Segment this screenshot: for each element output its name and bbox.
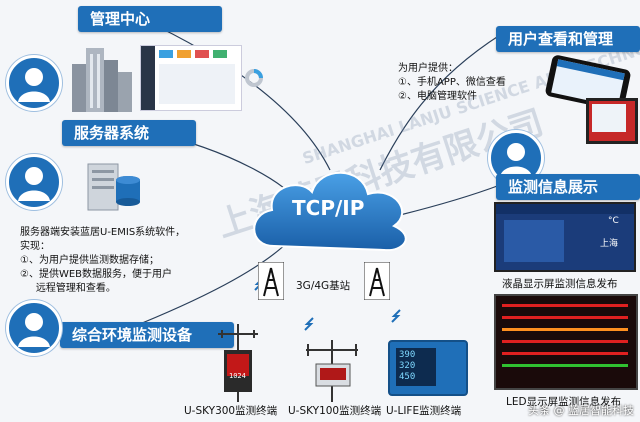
banner-server-system: 服务器系统: [62, 120, 196, 146]
ulife-reading-3: 450: [399, 372, 416, 382]
lcd-screen: 上海 °C: [494, 202, 636, 272]
sky300-terminal-device: [218, 324, 258, 402]
terminal-label-sky300: U-SKY300监测终端: [184, 405, 278, 417]
terminal-label-ulife: U-LIFE监测终端: [386, 405, 462, 417]
user-description: 为用户提供： ①、手机APP、微信查看 ②、电脑管理软件: [398, 63, 506, 102]
user-avatar-icon: [6, 55, 62, 111]
user-avatar-icon: [6, 154, 62, 210]
terminal-label-sky100: U-SKY100监测终端: [288, 405, 382, 417]
base-station-icon: [258, 262, 284, 300]
banner-monitor-display: 监测信息展示: [496, 174, 640, 200]
user-avatar-icon: [6, 300, 62, 356]
building-icon: [72, 48, 132, 112]
cloud-icon: [253, 171, 407, 252]
dashboard-screenshot: [140, 45, 242, 111]
ulife-terminal-device: 390 320 450: [388, 340, 468, 396]
footer-watermark: 头条 @ 蓝居智能科技: [528, 404, 634, 417]
ulife-reading-2: 320: [399, 361, 416, 371]
tablet-icon: [586, 98, 638, 144]
lcd-temp: °C: [608, 216, 619, 226]
ulife-reading-1: 390: [399, 350, 416, 360]
base-station-icon: [364, 262, 390, 300]
banner-management-center: 管理中心: [78, 6, 222, 32]
sky100-terminal-device: [306, 340, 358, 402]
led-label: LED显示屏监测信息发布: [506, 396, 622, 408]
banner-env-monitoring: 综合环境监测设备: [60, 322, 234, 348]
donut-chart-icon: [245, 69, 263, 87]
lcd-city: 上海: [600, 239, 619, 249]
base-station-label: 3G/4G基站: [296, 280, 351, 292]
cloud-label: TCP/IP: [292, 196, 365, 220]
banner-user-view: 用户查看和管理: [496, 26, 640, 52]
sky300-screen-value: 1024: [229, 372, 246, 380]
server-database-icon: [87, 163, 140, 211]
server-description: 服务器端安装蓝居U-EMIS系统软件， 实现： ①、为用户提供监测数据存储； ②…: [20, 227, 186, 294]
led-board: [494, 294, 638, 390]
lcd-label: 液晶显示屏监测信息发布: [502, 278, 618, 290]
